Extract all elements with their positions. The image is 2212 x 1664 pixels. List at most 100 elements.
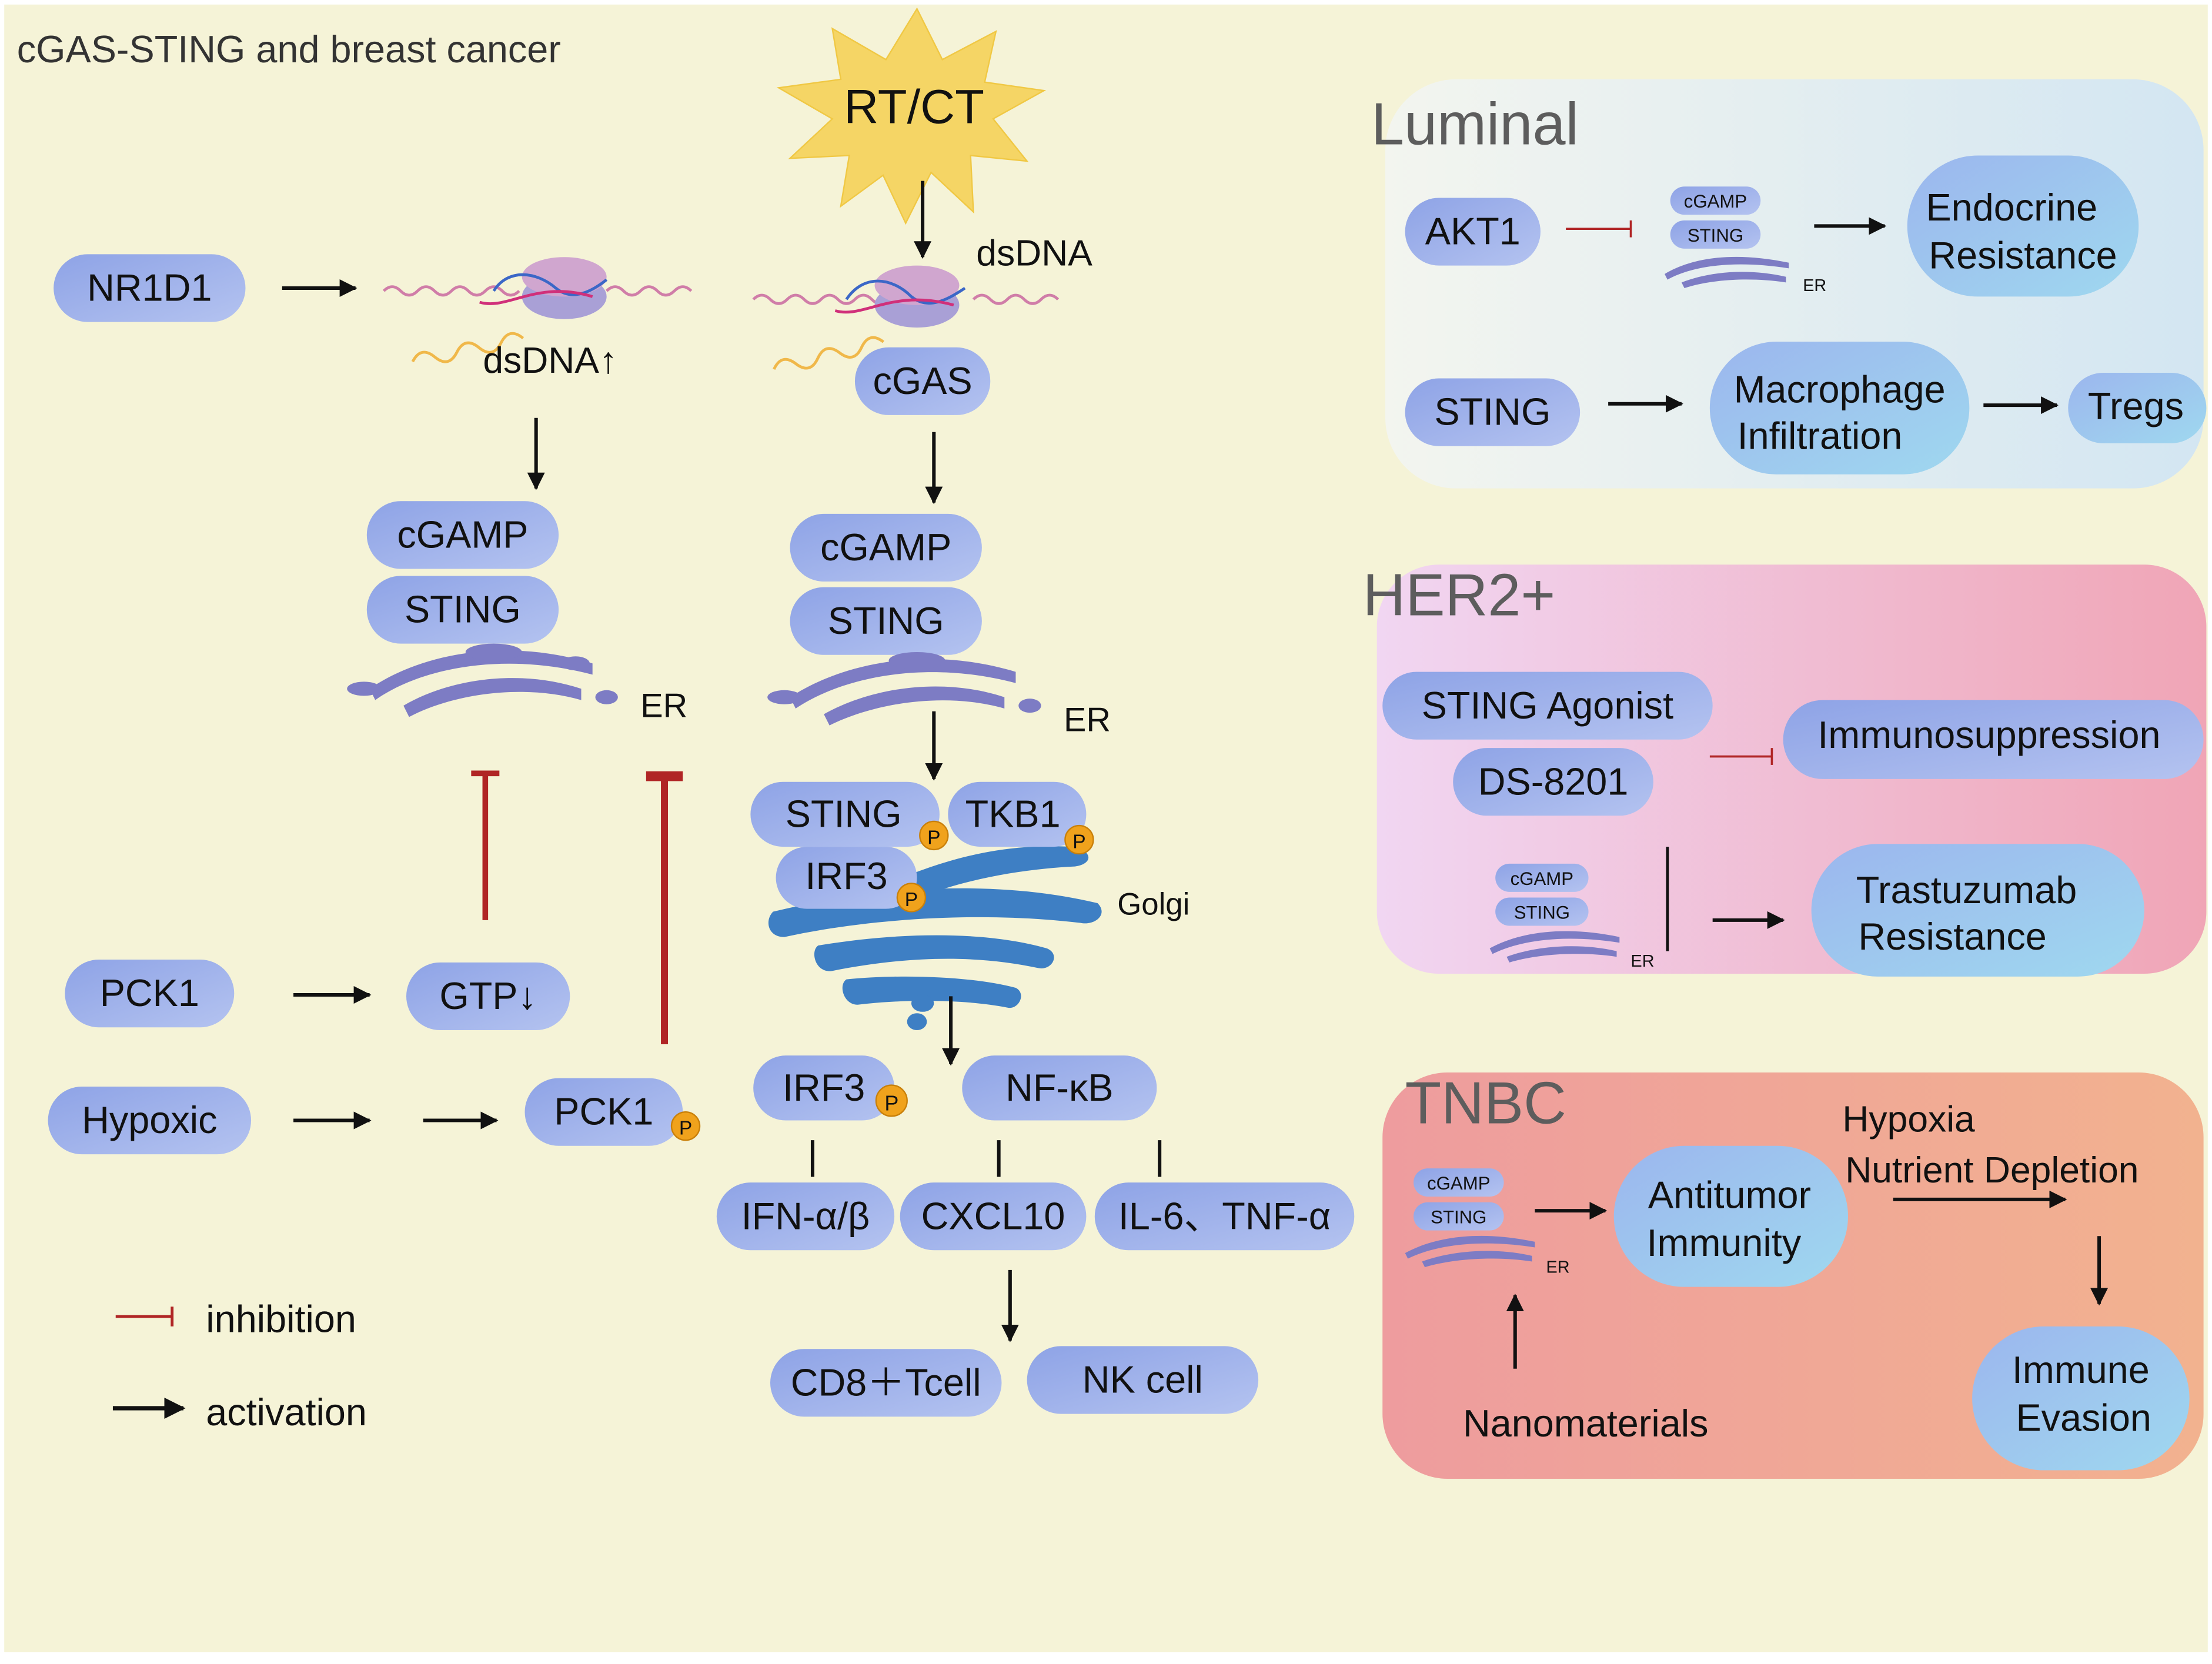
sting-phospho-badge <box>919 820 949 851</box>
sting-p-pill <box>750 781 940 847</box>
macrophage-node <box>1709 342 1970 475</box>
macrophage-label-1: Macrophage <box>1734 367 1946 410</box>
nk-pill <box>1027 1346 1259 1414</box>
nk-label: NK cell <box>1082 1358 1203 1401</box>
hypoxic-label: Hypoxic <box>82 1098 217 1141</box>
hypoxic-pill <box>48 1086 252 1155</box>
cgas-pill <box>854 347 991 415</box>
center-dsdna-label: dsDNA <box>976 233 1092 274</box>
her2-mini-sting-label: STING <box>1514 902 1570 923</box>
left-sting-pill <box>366 576 559 644</box>
luminal-mini-sting-pill <box>1670 220 1761 249</box>
dsdna-up-label: dsDNA↑ <box>483 340 617 381</box>
il6-label: IL-6、TNF-α <box>1118 1194 1331 1237</box>
antitumor-node <box>1613 1145 1848 1287</box>
her2-title: HER2+ <box>1363 563 1556 629</box>
tnbc-mini-er-label: ER <box>1546 1258 1570 1277</box>
immune-label-2: Evasion <box>2016 1396 2151 1439</box>
center-sting-pill <box>790 587 982 655</box>
immune-label-1: Immune <box>2012 1348 2150 1391</box>
left-dsdna-graphic <box>382 257 693 363</box>
tnbc-mini-sting-er: cGAMP STING ER <box>1405 1168 1570 1277</box>
antitumor-label-1: Antitumor <box>1648 1173 1811 1216</box>
irf3-phospho-badge <box>875 1084 908 1117</box>
sting-agonist-label: STING Agonist <box>1422 684 1673 727</box>
her2-mini-sting-er: cGAMP STING ER <box>1489 863 1655 971</box>
tnbc-mini-cgamp-label: cGAMP <box>1427 1173 1490 1194</box>
center-sting-label: STING <box>828 599 944 642</box>
endocrine-label-1: Endocrine <box>1926 186 2097 229</box>
cgas-label: cGAS <box>873 359 973 402</box>
nr1d1-pill <box>54 254 246 322</box>
center-er-graphic <box>767 651 1041 726</box>
luminal-sting-label: STING <box>1434 390 1551 433</box>
akt1-pill <box>1405 198 1541 266</box>
nr1d1-label: NR1D1 <box>87 266 212 309</box>
legend-activation-label: activation <box>206 1391 367 1434</box>
ds8201-pill <box>1453 748 1653 816</box>
tregs-pill <box>2068 372 2207 443</box>
pck1-pill <box>65 960 235 1028</box>
nfkb-pill <box>962 1055 1157 1121</box>
tkb1-phospho-label: P <box>1072 831 1085 853</box>
pck1p-pill <box>524 1078 683 1146</box>
trastuzumab-label-1: Trastuzumab <box>1856 868 2077 911</box>
trastuzumab-node <box>1811 844 2144 977</box>
luminal-mini-sting-er: cGAMP STING ER <box>1665 186 1826 295</box>
immune-evasion-node <box>1972 1326 2190 1471</box>
left-cgamp-label: cGAMP <box>397 513 528 556</box>
endocrine-resistance-node <box>1907 155 2139 297</box>
golgi-label: Golgi <box>1117 887 1189 921</box>
tnbc-mini-sting-label: STING <box>1431 1207 1486 1228</box>
luminal-mini-sting-label: STING <box>1688 225 1743 246</box>
her2-mini-er-label: ER <box>1631 952 1655 971</box>
tnbc-mini-cgamp-pill <box>1414 1168 1504 1197</box>
irf3-p-pill <box>753 1055 895 1121</box>
tkb1-label: TKB1 <box>965 793 1061 836</box>
legend-inhibition-label: inhibition <box>206 1297 356 1340</box>
center-dsdna-graphic <box>752 265 1060 370</box>
tregs-label: Tregs <box>2088 385 2184 427</box>
cxcl10-pill <box>900 1182 1087 1251</box>
irf3-golgi-phospho-badge <box>896 883 927 913</box>
irf3-golgi-phospho-label: P <box>905 889 918 911</box>
sting-phospho-label: P <box>927 827 940 848</box>
her2-mini-cgamp-label: cGAMP <box>1511 868 1573 889</box>
her2-mini-cgamp-pill <box>1495 863 1589 892</box>
cd8-pill <box>770 1349 1002 1417</box>
left-er-graphic <box>347 643 618 717</box>
tnbc-title: TNBC <box>1405 1070 1566 1136</box>
center-cgamp-label: cGAMP <box>820 526 951 569</box>
pck1p-phospho-badge <box>670 1111 701 1141</box>
figure-title: cGAS-STING and breast cancer <box>17 28 561 71</box>
luminal-mini-er-label: ER <box>1803 276 1826 295</box>
tnbc-mini-sting-pill <box>1414 1202 1504 1231</box>
trastuzumab-label-2: Resistance <box>1858 915 2046 958</box>
antitumor-label-2: Immunity <box>1647 1221 1802 1264</box>
tkb1-phospho-badge <box>1064 824 1094 855</box>
gtp-label: GTP↓ <box>439 974 537 1017</box>
left-er-label: ER <box>640 687 687 724</box>
il6-pill <box>1094 1182 1355 1251</box>
center-er-label: ER <box>1064 701 1111 739</box>
tkb1-pill <box>948 781 1087 847</box>
irf3-golgi-label: IRF3 <box>805 854 887 897</box>
ds8201-label: DS-8201 <box>1478 760 1629 803</box>
immunosuppression-pill <box>1783 700 2204 779</box>
ifn-label: IFN-α/β <box>741 1194 870 1237</box>
sting-agonist-pill <box>1382 671 1713 740</box>
sting-p-label: STING <box>786 793 902 836</box>
irf3-golgi-pill <box>776 847 917 909</box>
rtct-label: RT/CT <box>844 80 984 133</box>
hypoxia-label: Hypoxia <box>1842 1100 1975 1140</box>
irf3-p-label: IRF3 <box>783 1066 865 1109</box>
luminal-sting-pill <box>1405 378 1581 446</box>
pck1p-label: PCK1 <box>554 1090 653 1133</box>
luminal-mini-cgamp-pill <box>1670 186 1761 215</box>
ifn-pill <box>716 1182 895 1251</box>
endocrine-label-2: Resistance <box>1929 233 2117 276</box>
her2-mini-sting-pill <box>1495 897 1589 926</box>
nutrient-label: Nutrient Depletion <box>1845 1150 2139 1191</box>
